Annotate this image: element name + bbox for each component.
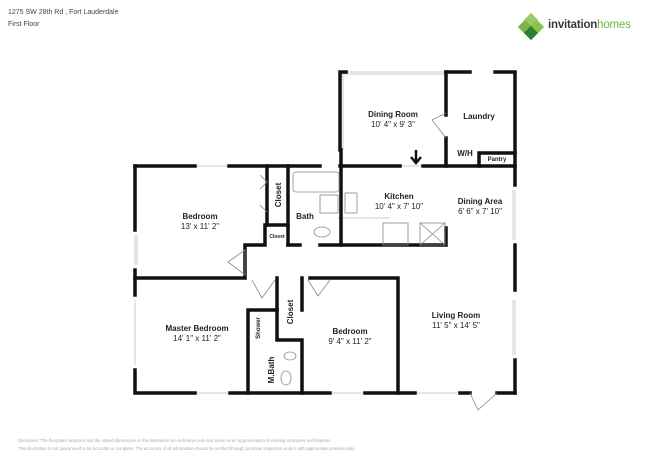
- walls: [133, 70, 517, 395]
- room-shower: Shower: [256, 317, 262, 339]
- windows: [134, 71, 516, 394]
- room-bedroom-1-dims: 13' x 11' 2": [181, 222, 219, 231]
- logo-text-invitation: invitation: [548, 19, 598, 31]
- door-swing-bedroom: [227, 249, 246, 276]
- mbath-toilet-icon: [280, 370, 292, 386]
- logo-icon: [518, 13, 545, 41]
- room-dining-room: Dining Room: [368, 110, 418, 119]
- sink-icon: [319, 194, 339, 214]
- brand-logo: invitationhomes: [518, 13, 643, 41]
- room-dining-room-dims: 10' 4" x 9' 3": [371, 120, 415, 129]
- bathtub-icon: [292, 171, 340, 193]
- room-bedroom-2-dims: 9' 4" x 11' 2": [328, 337, 371, 346]
- fixtures: [227, 112, 498, 411]
- room-dining-area-dims: 6' 6" x 7' 10": [458, 207, 502, 216]
- room-m-bath: M.Bath: [267, 357, 276, 384]
- closet-doors: [259, 174, 268, 213]
- address: 1275 SW 28th Rd , Fort Lauderdale: [8, 9, 119, 16]
- room-pantry: Pantry: [488, 157, 507, 163]
- stove-icon: [382, 222, 409, 246]
- room-living-room-dims: 11' 5" x 14' 5": [432, 321, 480, 330]
- entry-arrow-icon: [410, 150, 422, 165]
- disclaimer-line-2: This illustration is not guaranteed to b…: [18, 446, 356, 451]
- room-living-room: Living Room: [432, 311, 480, 320]
- room-closet-1: Closet: [274, 182, 283, 207]
- room-closet-small: Closet: [269, 234, 285, 240]
- room-kitchen-dims: 10' 4" x 7' 10": [375, 202, 423, 211]
- door-swing-laundry: [431, 112, 447, 139]
- room-laundry: Laundry: [463, 112, 495, 121]
- room-closet-2: Closet: [286, 299, 295, 324]
- room-bedroom-2: Bedroom: [332, 327, 367, 336]
- room-master-bedroom: Master Bedroom: [165, 324, 228, 333]
- floor-label: First Floor: [8, 21, 40, 28]
- disclaimer-line-1: Disclaimer: The floorplans depicted and …: [18, 438, 332, 443]
- door-swing-master: [251, 279, 276, 299]
- room-dining-area: Dining Area: [458, 197, 503, 206]
- room-wh: W/H: [457, 149, 473, 158]
- logo-text-homes: homes: [597, 19, 631, 31]
- kitchen-sink-icon: [344, 192, 358, 214]
- room-bath: Bath: [296, 212, 314, 221]
- room-kitchen: Kitchen: [384, 192, 413, 201]
- room-master-bedroom-dims: 14' 1" x 11' 2": [173, 334, 221, 343]
- room-bedroom-1: Bedroom: [182, 212, 217, 221]
- fridge-icon: [419, 222, 446, 246]
- door-swing-bedroom2: [307, 279, 331, 297]
- toilet-icon: [313, 226, 331, 238]
- mbath-sink-icon: [283, 351, 297, 361]
- entry-door-swing: [469, 392, 498, 411]
